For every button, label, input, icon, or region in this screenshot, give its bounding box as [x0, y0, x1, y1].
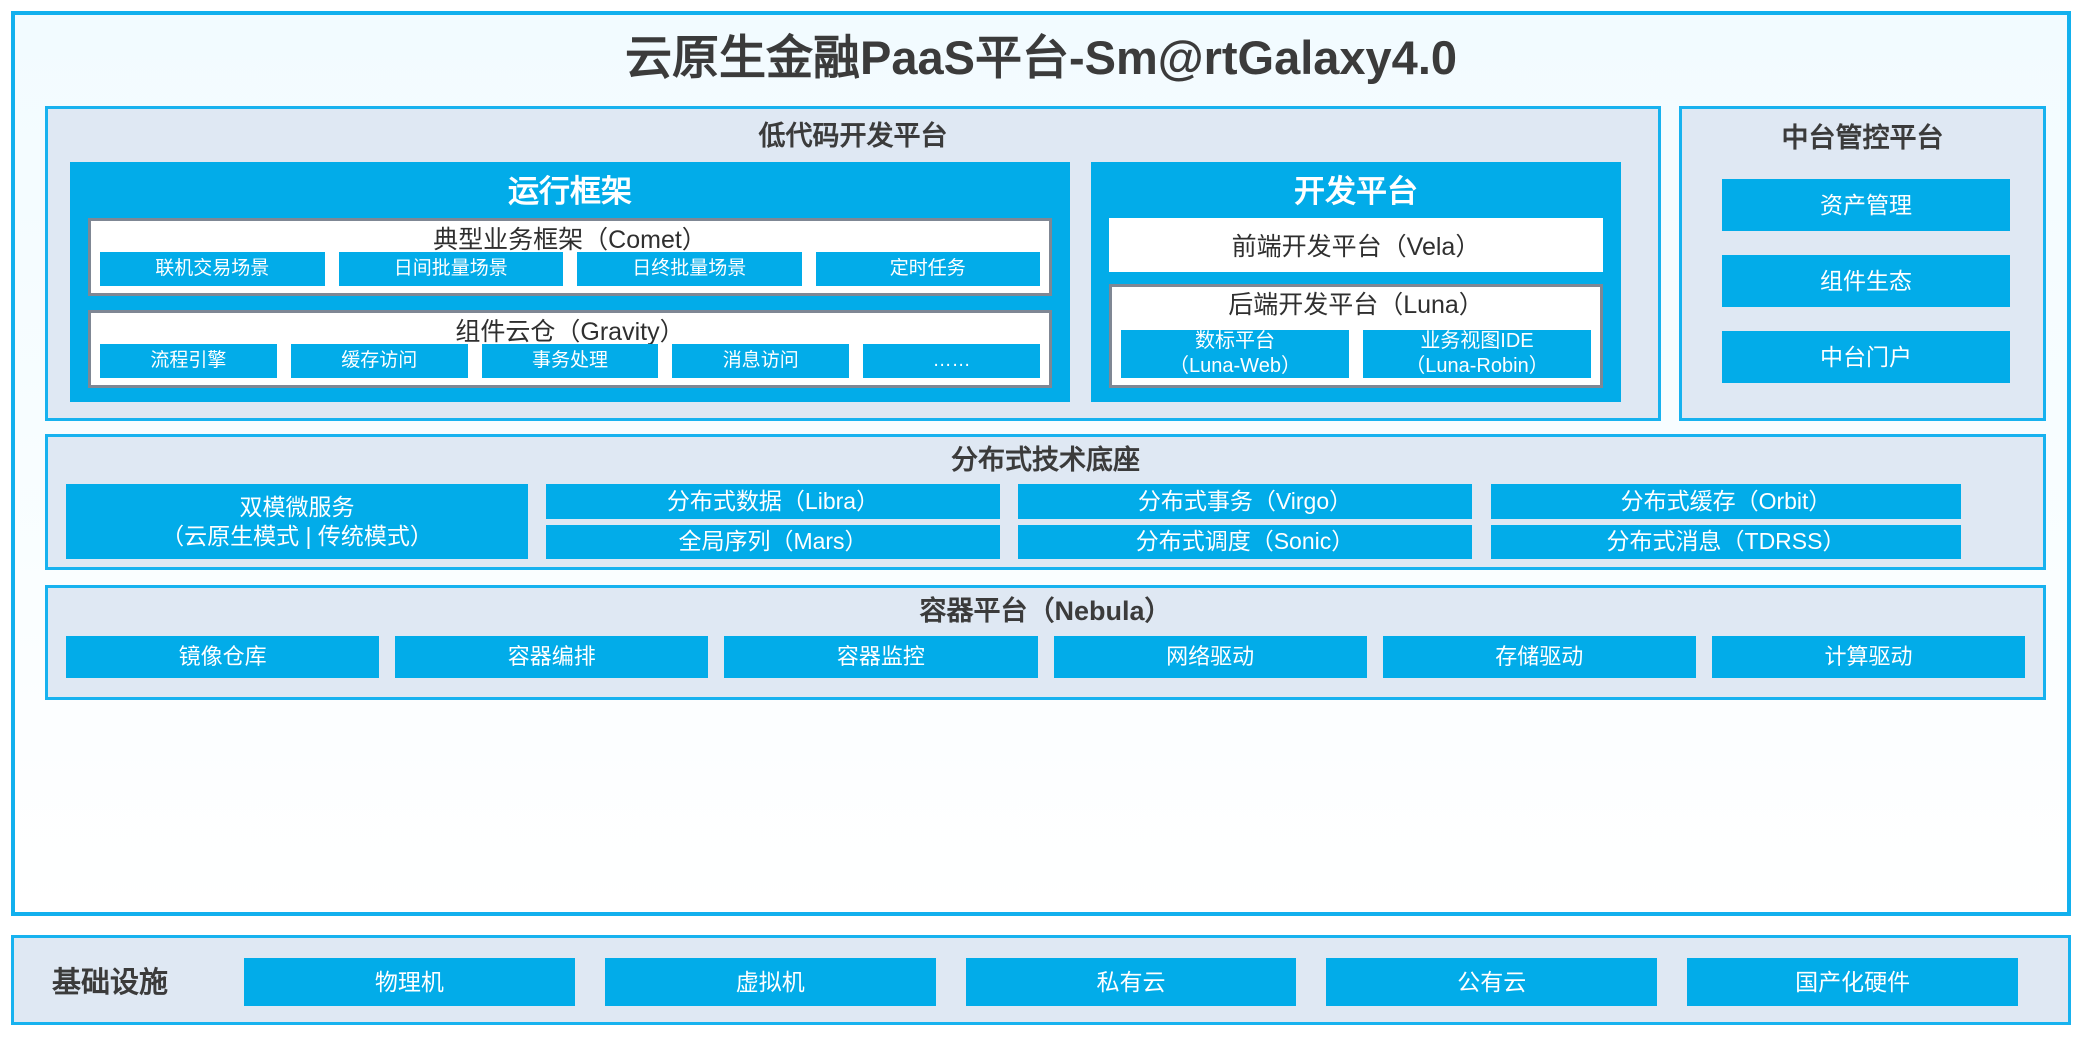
- lowcode-platform-panel: 低代码开发平台 运行框架 典型业务框架（Comet） 联机交易场景 日间批量场景…: [45, 106, 1661, 421]
- infrastructure-item[interactable]: 公有云: [1326, 958, 1658, 1006]
- tech-base-title: 分布式技术底座: [951, 445, 1140, 475]
- gravity-box: 组件云仓（Gravity） 流程引擎 缓存访问 事务处理 消息访问 ……: [88, 310, 1052, 388]
- tech-base-column: 分布式缓存（Orbit） 分布式消息（TDRSS）: [1491, 484, 1961, 559]
- comet-item[interactable]: 日终批量场景: [577, 252, 802, 286]
- mid-platform-item[interactable]: 资产管理: [1722, 179, 2010, 231]
- comet-item-row: 联机交易场景 日间批量场景 日终批量场景 定时任务: [100, 252, 1040, 286]
- comet-item[interactable]: 定时任务: [815, 252, 1040, 286]
- tech-base-item[interactable]: 分布式数据（Libra）: [546, 484, 1000, 519]
- comet-item[interactable]: 联机交易场景: [100, 252, 325, 286]
- gravity-item-ellipsis[interactable]: ……: [863, 344, 1040, 378]
- page-title: 云原生金融PaaS平台-Sm@rtGalaxy4.0: [624, 31, 1458, 84]
- tech-base-dual-mode-service[interactable]: 双模微服务 （云原生模式 | 传统模式）: [66, 484, 528, 559]
- container-item[interactable]: 网络驱动: [1053, 636, 1367, 678]
- luna-title: 后端开发平台（Luna）: [1228, 291, 1484, 319]
- container-item[interactable]: 容器监控: [724, 636, 1038, 678]
- vela-box[interactable]: 前端开发平台（Vela）: [1109, 218, 1603, 272]
- luna-item-web[interactable]: 数标平台 （Luna-Web）: [1121, 330, 1349, 378]
- dev-platform-block: 开发平台 前端开发平台（Vela） 后端开发平台（Luna） 数标平台 （Lun…: [1091, 162, 1621, 402]
- gravity-item[interactable]: 消息访问: [672, 344, 850, 378]
- infrastructure-item[interactable]: 虚拟机: [604, 958, 936, 1006]
- infrastructure-item-row: 物理机 虚拟机 私有云 公有云 国产化硬件: [244, 958, 2018, 1006]
- container-item[interactable]: 容器编排: [395, 636, 709, 678]
- gravity-item[interactable]: 事务处理: [481, 344, 659, 378]
- luna-box: 后端开发平台（Luna） 数标平台 （Luna-Web） 业务视图IDE （Lu…: [1109, 284, 1603, 388]
- tech-base-item[interactable]: 全局序列（Mars）: [546, 524, 1000, 559]
- tech-base-column: 分布式事务（Virgo） 分布式调度（Sonic）: [1018, 484, 1472, 559]
- runtime-framework-title: 运行框架: [508, 174, 632, 209]
- comet-title: 典型业务框架（Comet）: [433, 226, 707, 254]
- infrastructure-item[interactable]: 私有云: [965, 958, 1297, 1006]
- luna-item-robin[interactable]: 业务视图IDE （Luna-Robin）: [1363, 330, 1591, 378]
- container-platform-panel: 容器平台（Nebula） 镜像仓库 容器编排 容器监控 网络驱动 存储驱动 计算…: [45, 585, 2046, 700]
- platform-card: 云原生金融PaaS平台-Sm@rtGalaxy4.0 低代码开发平台 运行框架 …: [11, 11, 2071, 916]
- runtime-framework-block: 运行框架 典型业务框架（Comet） 联机交易场景 日间批量场景 日终批量场景 …: [70, 162, 1070, 402]
- container-item-row: 镜像仓库 容器编排 容器监控 网络驱动 存储驱动 计算驱动: [66, 636, 2026, 678]
- tech-base-column: 分布式数据（Libra） 全局序列（Mars）: [546, 484, 1000, 559]
- container-item[interactable]: 镜像仓库: [66, 636, 380, 678]
- mid-platform-item[interactable]: 中台门户: [1722, 331, 2010, 383]
- mid-platform-title: 中台管控平台: [1781, 123, 1944, 153]
- container-item[interactable]: 计算驱动: [1711, 636, 2026, 678]
- mid-platform-item[interactable]: 组件生态: [1722, 255, 2010, 307]
- lowcode-platform-title: 低代码开发平台: [758, 121, 948, 151]
- container-item[interactable]: 存储驱动: [1382, 636, 1696, 678]
- gravity-item[interactable]: 缓存访问: [290, 344, 468, 378]
- infrastructure-item[interactable]: 物理机: [244, 958, 575, 1006]
- gravity-title: 组件云仓（Gravity）: [455, 318, 685, 346]
- infrastructure-item[interactable]: 国产化硬件: [1687, 958, 2018, 1006]
- container-platform-title: 容器平台（Nebula）: [919, 596, 1172, 626]
- tech-base-item[interactable]: 分布式消息（TDRSS）: [1491, 524, 1961, 559]
- tech-base-item[interactable]: 分布式事务（Virgo）: [1018, 484, 1472, 519]
- tech-base-item[interactable]: 分布式缓存（Orbit）: [1491, 484, 1961, 519]
- gravity-item[interactable]: 流程引擎: [100, 344, 277, 378]
- infrastructure-label: 基础设施: [52, 967, 169, 999]
- infrastructure-panel: 基础设施 物理机 虚拟机 私有云 公有云 国产化硬件: [11, 935, 2071, 1025]
- mid-platform-panel: 中台管控平台 资产管理 组件生态 中台门户: [1679, 106, 2046, 421]
- gravity-item-row: 流程引擎 缓存访问 事务处理 消息访问 ……: [100, 344, 1040, 378]
- tech-base-panel: 分布式技术底座 双模微服务 （云原生模式 | 传统模式） 分布式数据（Libra…: [45, 434, 2046, 570]
- comet-item[interactable]: 日间批量场景: [338, 252, 563, 286]
- comet-box: 典型业务框架（Comet） 联机交易场景 日间批量场景 日终批量场景 定时任务: [88, 218, 1052, 296]
- luna-item-row: 数标平台 （Luna-Web） 业务视图IDE （Luna-Robin）: [1121, 330, 1591, 378]
- tech-base-item[interactable]: 分布式调度（Sonic）: [1018, 524, 1472, 559]
- dev-platform-title: 开发平台: [1294, 174, 1418, 209]
